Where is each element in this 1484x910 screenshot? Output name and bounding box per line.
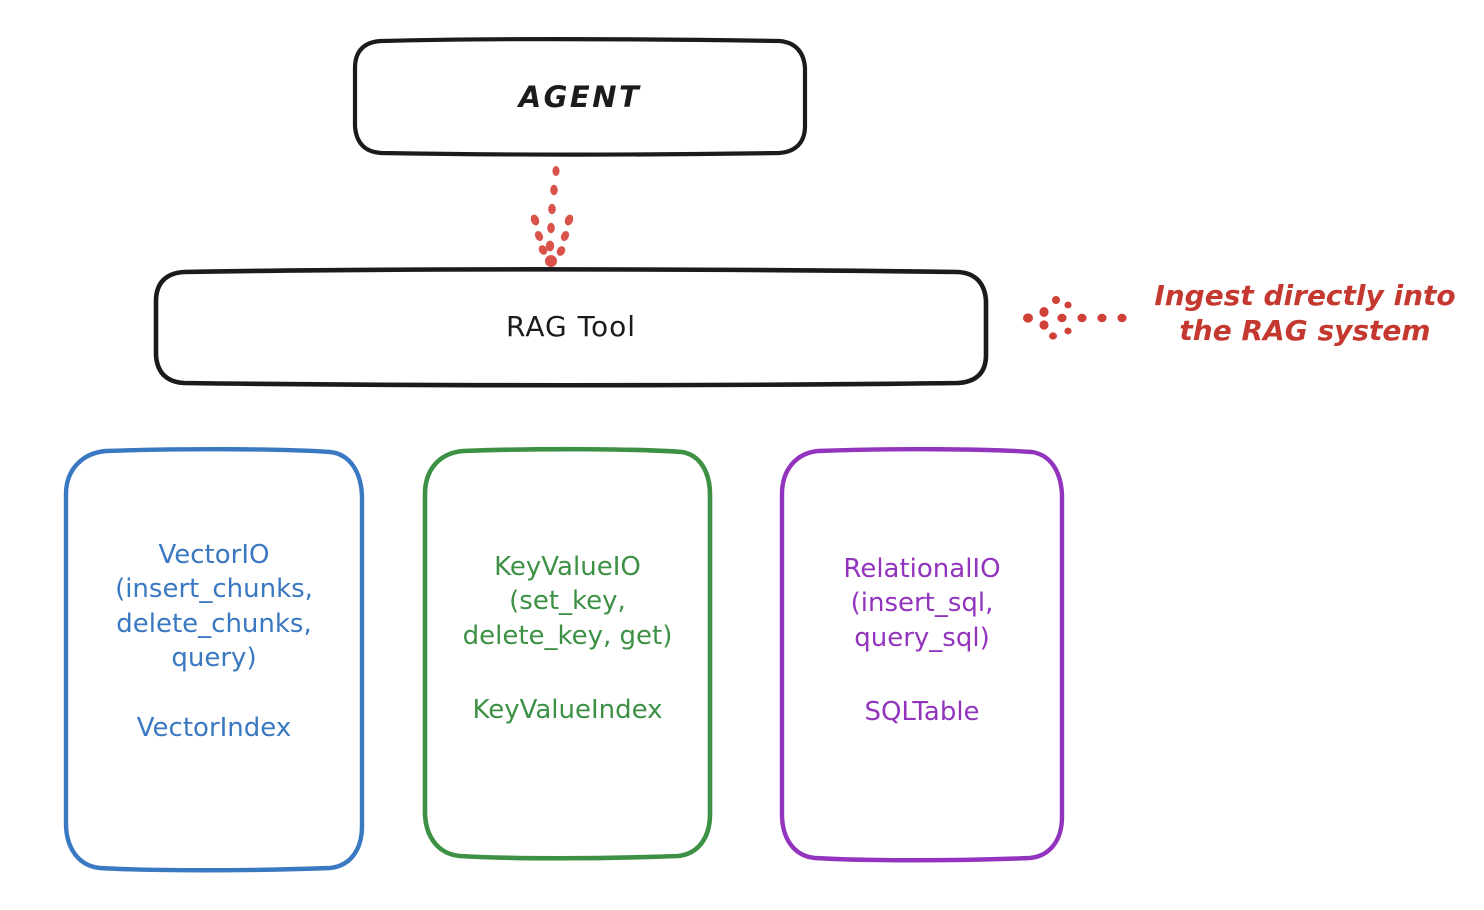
- rag-tool-node[interactable]: RAG Tool: [156, 270, 986, 384]
- vectorio-box-outline: [63, 446, 365, 873]
- vectorio-text-group: VectorIO (insert_chunks, delete_chunks, …: [66, 538, 362, 746]
- relationalio-index-label: SQLTable: [864, 696, 980, 727]
- keyvalueio-index-label: KeyValueIndex: [472, 694, 663, 725]
- vectorio-node[interactable]: VectorIO (insert_chunks, delete_chunks, …: [66, 450, 362, 870]
- vectorio-interface-label: VectorIO (insert_chunks, delete_chunks, …: [115, 540, 313, 673]
- relationalio-node[interactable]: RelationalIO (insert_sql, query_sql) SQL…: [782, 450, 1062, 860]
- agent-label: AGENT: [518, 79, 642, 114]
- rag-tool-box-outline: [153, 267, 989, 388]
- vectorio-index-label: VectorIndex: [136, 713, 292, 744]
- relationalio-interface-label: RelationalIO (insert_sql, query_sql): [843, 554, 1001, 653]
- keyvalueio-node[interactable]: KeyValueIO (set_key, delete_key, get) Ke…: [425, 450, 710, 858]
- rag-tool-label: RAG Tool: [506, 310, 636, 344]
- agent-box-outline: [352, 37, 808, 157]
- keyvalueio-box-outline: [422, 446, 713, 861]
- agent-node[interactable]: AGENT: [355, 40, 805, 154]
- agent-to-ragtool-arrow: [530, 166, 574, 267]
- relationalio-text-group: RelationalIO (insert_sql, query_sql) SQL…: [782, 552, 1062, 729]
- ingest-to-ragtool-arrow: [1023, 296, 1127, 340]
- keyvalueio-interface-label: KeyValueIO (set_key, delete_key, get): [462, 552, 673, 651]
- keyvalueio-text-group: KeyValueIO (set_key, delete_key, get) Ke…: [425, 550, 710, 727]
- relationalio-box-outline: [779, 446, 1065, 863]
- ingest-annotation-label: Ingest directly into the RAG system: [1154, 279, 1456, 347]
